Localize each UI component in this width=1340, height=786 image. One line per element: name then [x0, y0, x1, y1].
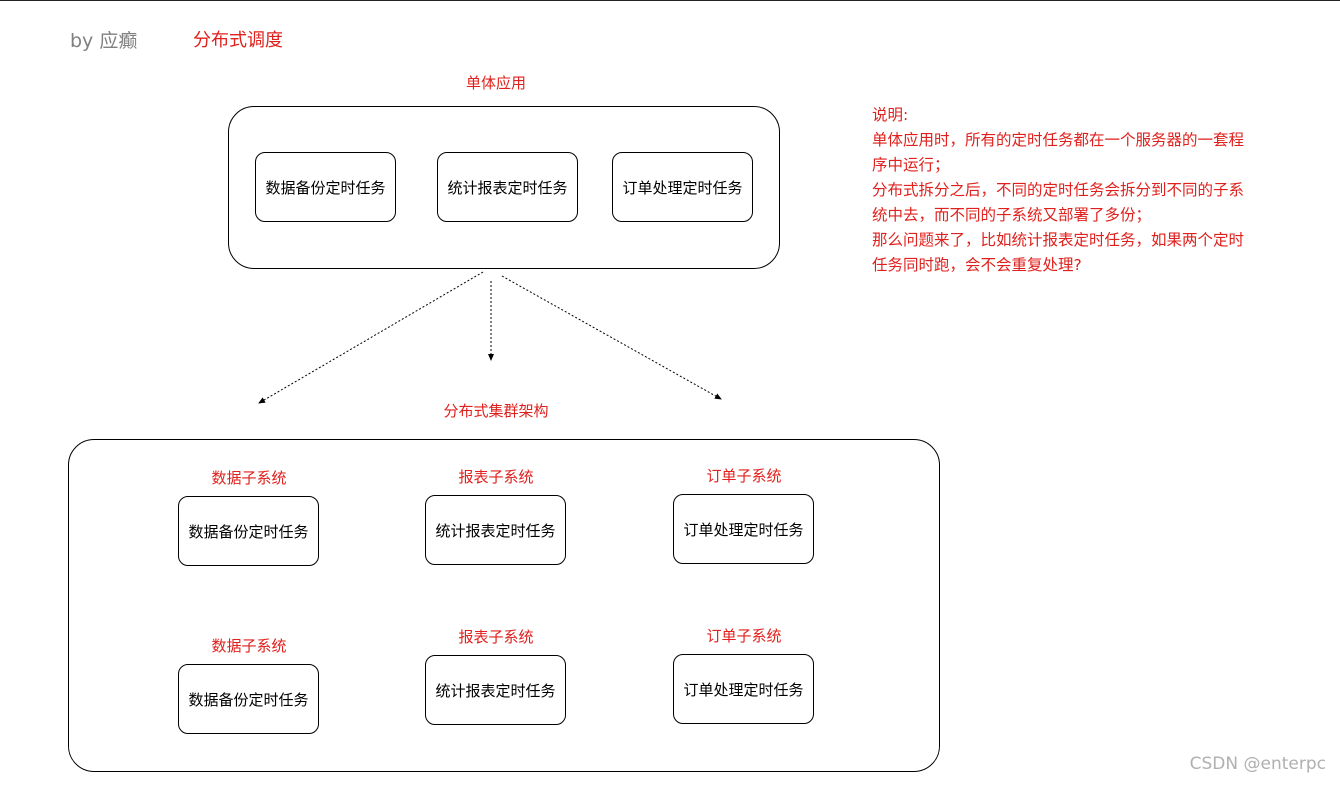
subsystem-label: 报表子系统: [458, 628, 534, 646]
notes-line: 任务同时跑，会不会重复处理?: [872, 256, 1082, 274]
subsystem-label: 订单子系统: [706, 467, 782, 485]
page-title: 分布式调度: [193, 30, 283, 51]
subsystem-label: 数据子系统: [211, 469, 287, 487]
subsystem-label: 报表子系统: [458, 468, 534, 486]
notes-line: 统中去，而不同的子系统又部署了多份；: [872, 206, 1152, 224]
subsystem-task: 数据备份定时任务: [178, 664, 319, 734]
notes-line: 分布式拆分之后，不同的定时任务会拆分到不同的子系: [872, 181, 1245, 199]
subsystem-task: 数据备份定时任务: [178, 496, 319, 566]
subsystem-task: 统计报表定时任务: [425, 495, 566, 565]
notes-line: 说明:: [872, 106, 909, 124]
subsystem-task: 订单处理定时任务: [673, 494, 814, 564]
notes-line: 那么问题来了，比如统计报表定时任务，如果两个定时: [872, 231, 1245, 249]
subsystem-label: 订单子系统: [706, 627, 782, 645]
monolith-task-data-backup: 数据备份定时任务: [255, 152, 396, 222]
arrow-right: [501, 275, 722, 400]
monolith-label: 单体应用: [465, 74, 526, 92]
cluster-label: 分布式集群架构: [443, 402, 549, 420]
author-label: by 应癫: [70, 30, 138, 52]
monolith-task-report-stats: 统计报表定时任务: [437, 152, 578, 222]
arrow-left: [258, 271, 484, 404]
watermark: CSDN @enterpc: [1189, 754, 1326, 774]
subsystem-task: 统计报表定时任务: [425, 655, 566, 725]
subsystem-task: 订单处理定时任务: [673, 654, 814, 724]
subsystem-label: 数据子系统: [211, 637, 287, 655]
top-border: [0, 0, 1340, 1]
notes-line: 序中运行；: [872, 156, 950, 174]
notes-panel: 说明: 单体应用时，所有的定时任务都在一个服务器的一套程 序中运行； 分布式拆分…: [872, 103, 1292, 278]
monolith-task-order-process: 订单处理定时任务: [612, 152, 753, 222]
notes-line: 单体应用时，所有的定时任务都在一个服务器的一套程: [872, 131, 1245, 149]
